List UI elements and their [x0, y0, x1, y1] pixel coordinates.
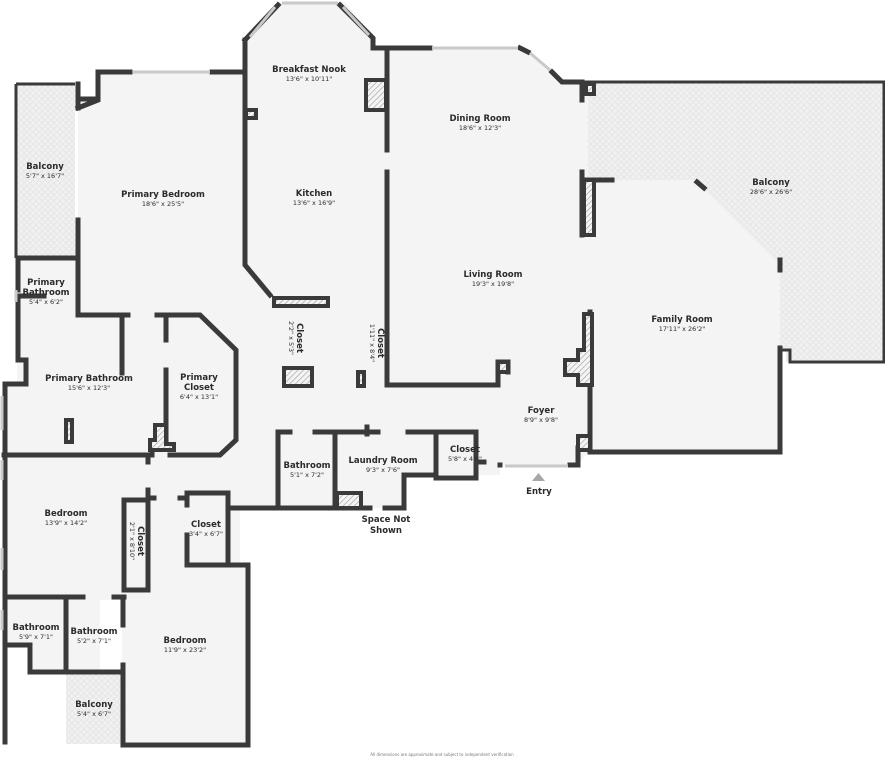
room-dimensions: 5'8" x 4'0" [448, 455, 482, 463]
room-name: Bathroom [12, 623, 59, 633]
room-dimensions: 5'4" x 6'2" [29, 298, 63, 306]
room-name: Closet [375, 328, 385, 358]
room-name: Balcony [26, 162, 64, 172]
room-dimensions: 13'6" x 16'9" [293, 199, 335, 207]
room-dimensions: 9'3" x 7'6" [366, 466, 400, 474]
room-primary-closet: Primary Closet 6'4" x 13'1" [180, 373, 218, 401]
room-name: Primary Bathroom [45, 374, 133, 384]
room-bathroom-sw2: Bathroom 5'2" x 7'1" [70, 627, 117, 645]
disclaimer-text: All dimensions are approximate and subje… [370, 752, 514, 757]
room-name-line1: Primary [27, 278, 65, 288]
room-closet-foyer: Closet 5'8" x 4'0" [448, 445, 482, 463]
entry-label: Entry [526, 487, 552, 497]
windows [0, 1, 568, 630]
structural-columns [64, 78, 596, 510]
room-laundry-room: Laundry Room 9'3" x 7'6" [348, 456, 417, 474]
room-bedroom-west: Bedroom 13'9" x 14'2" [44, 509, 87, 527]
room-bathroom-hall: Bathroom 5'1" x 7'2" [283, 461, 330, 479]
balcony-east-floor [588, 82, 884, 362]
room-primary-bathroom: Primary Bathroom 15'6" x 12'3" [45, 374, 133, 392]
room-kitchen: Kitchen 13'6" x 16'9" [293, 189, 335, 207]
room-dimensions: 18'6" x 25'5" [142, 200, 184, 208]
room-name: Foyer [528, 406, 556, 416]
label-line1: Space Not [362, 515, 411, 525]
room-dimensions: 8'9" x 9'8" [524, 416, 558, 424]
room-closet-bedroom-south: Closet 3'4" x 6'7" [189, 520, 223, 538]
room-name: Laundry Room [348, 456, 417, 466]
room-name: Closet [294, 323, 304, 353]
room-bedroom-south: Bedroom 11'9" x 23'2" [163, 636, 206, 654]
room-dimensions: 1'11" x 8'4" [368, 324, 376, 362]
room-name: Bedroom [44, 509, 87, 519]
room-dimensions: 5'9" x 7'1" [19, 633, 53, 641]
room-name: Closet [191, 520, 221, 530]
room-closet-living: Closet 1'11" x 8'4" [368, 324, 385, 362]
room-breakfast-nook: Breakfast Nook 13'6" x 10'11" [272, 65, 346, 83]
room-dimensions: 2'2" x 5'3" [287, 321, 295, 355]
room-balcony-west: Balcony 5'7" x 16'7" [26, 162, 64, 180]
label-line2: Shown [370, 526, 402, 536]
room-dimensions: 19'3" x 19'8" [472, 280, 514, 288]
room-name: Kitchen [296, 189, 332, 199]
room-name: Closet [450, 445, 480, 455]
room-dimensions: 11'9" x 23'2" [164, 646, 206, 654]
room-dimensions: 15'6" x 12'3" [68, 384, 110, 392]
room-name: Bathroom [283, 461, 330, 471]
room-primary-bathroom-small: Primary Bathroom 5'4" x 6'2" [22, 278, 69, 306]
room-dimensions: 5'2" x 7'1" [77, 637, 111, 645]
room-family-room: Family Room 17'11" x 26'2" [651, 315, 712, 333]
room-name: Family Room [651, 315, 712, 325]
room-closet-bedroom-west: Closet 2'1" x 8'10" [128, 522, 145, 560]
room-dimensions: 5'7" x 16'7" [26, 172, 64, 180]
room-dining-room: Dining Room 18'6" x 12'3" [449, 114, 510, 132]
room-bathroom-sw1: Bathroom 5'9" x 7'1" [12, 623, 59, 641]
room-name: Primary Bedroom [121, 190, 205, 200]
room-name: Balcony [752, 178, 790, 188]
room-foyer: Foyer 8'9" x 9'8" [524, 406, 558, 424]
room-dimensions: 5'1" x 7'2" [290, 471, 324, 479]
room-dimensions: 13'6" x 10'11" [286, 75, 332, 83]
room-balcony-south: Balcony 5'4" x 6'7" [75, 700, 113, 718]
room-dimensions: 28'6" x 26'6" [750, 188, 792, 196]
label-space-not-shown: Space Not Shown [362, 515, 411, 536]
room-name: Dining Room [449, 114, 510, 124]
room-labels: Breakfast Nook 13'6" x 10'11" Kitchen 13… [12, 65, 792, 718]
floor-areas [5, 2, 884, 744]
entry-arrow-icon [532, 473, 545, 481]
room-name: Balcony [75, 700, 113, 710]
room-balcony-east: Balcony 28'6" x 26'6" [750, 178, 792, 196]
room-name-line1: Primary [180, 373, 218, 383]
room-name: Bedroom [163, 636, 206, 646]
room-name: Bathroom [70, 627, 117, 637]
balcony-south-floor [66, 674, 123, 744]
room-name: Breakfast Nook [272, 65, 346, 75]
room-dimensions: 13'9" x 14'2" [45, 519, 87, 527]
room-name: Closet [135, 526, 145, 556]
room-dimensions: 6'4" x 13'1" [180, 393, 218, 401]
room-dimensions: 18'6" x 12'3" [459, 124, 501, 132]
room-name-line2: Closet [184, 383, 214, 393]
room-living-room: Living Room 19'3" x 19'8" [464, 270, 523, 288]
room-dimensions: 2'1" x 8'10" [128, 522, 136, 560]
room-dimensions: 17'11" x 26'2" [659, 325, 705, 333]
room-closet-kitchen: Closet 2'2" x 5'3" [287, 321, 304, 355]
room-name-line2: Bathroom [22, 288, 69, 298]
balcony-west-floor [16, 84, 75, 256]
room-primary-bedroom: Primary Bedroom 18'6" x 25'5" [121, 190, 205, 208]
room-dimensions: 5'4" x 6'7" [77, 710, 111, 718]
room-name: Living Room [464, 270, 523, 280]
room-dimensions: 3'4" x 6'7" [189, 530, 223, 538]
